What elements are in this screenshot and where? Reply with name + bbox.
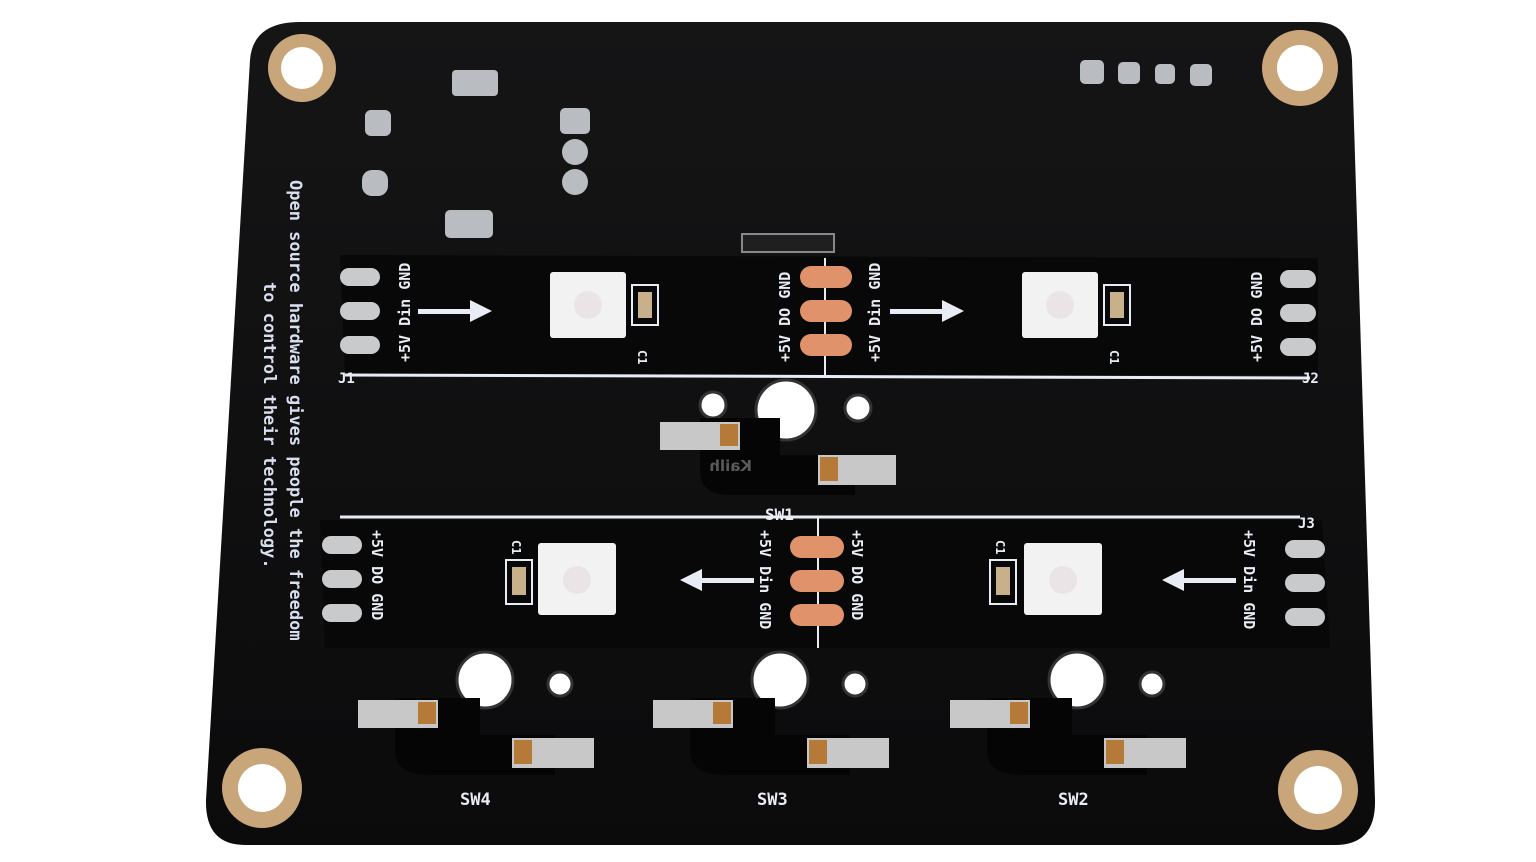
pin-label: +5V Din GND [1240, 530, 1258, 629]
pin-label: +5V Din GND [756, 530, 774, 629]
arrow-left-icon [680, 569, 1236, 591]
pin-label: +5V DO GND [776, 272, 794, 362]
arrow-right-icon [418, 300, 964, 322]
switch-socket: SW3 [653, 650, 889, 810]
cap-label: C1 [635, 350, 649, 364]
pin-label: +5V DO GND [368, 530, 386, 620]
cap-label: C1 [509, 540, 523, 554]
switch-socket: Kailh SW1 [660, 378, 896, 524]
led-strip-bottom: +5V DO GND +5V Din GND +5V DO GND +5V Di… [320, 515, 1330, 648]
smd-components [362, 60, 1212, 253]
pin-label: +5V DO GND [848, 530, 866, 620]
led-strip-top: +5V Din GND +5V DO GND +5V Din GND +5V D… [338, 255, 1319, 387]
slogan-line-1: Open source hardware gives people the fr… [285, 180, 305, 641]
switch-label: SW4 [460, 790, 491, 810]
pin-label: +5V DO GND [1248, 272, 1266, 362]
mounting-holes [222, 30, 1358, 830]
switch-socket: SW2 [950, 650, 1186, 810]
connector-label: J1 [338, 371, 355, 387]
switch-socket: SW4 [358, 650, 594, 810]
cap-label: C1 [1107, 350, 1121, 364]
socket-marking: Kailh [709, 457, 752, 475]
switch-label: SW3 [757, 790, 788, 810]
pin-label: +5V Din GND [396, 263, 414, 362]
pin-label: +5V Din GND [866, 263, 884, 362]
slogan-line-2: to control their technology. [259, 282, 279, 569]
switch-label: SW2 [1058, 790, 1089, 810]
cap-label: C1 [993, 540, 1007, 554]
switch-label: SW1 [765, 505, 794, 524]
connector-label: J3 [1298, 516, 1315, 532]
connector-label: J2 [1302, 371, 1319, 387]
